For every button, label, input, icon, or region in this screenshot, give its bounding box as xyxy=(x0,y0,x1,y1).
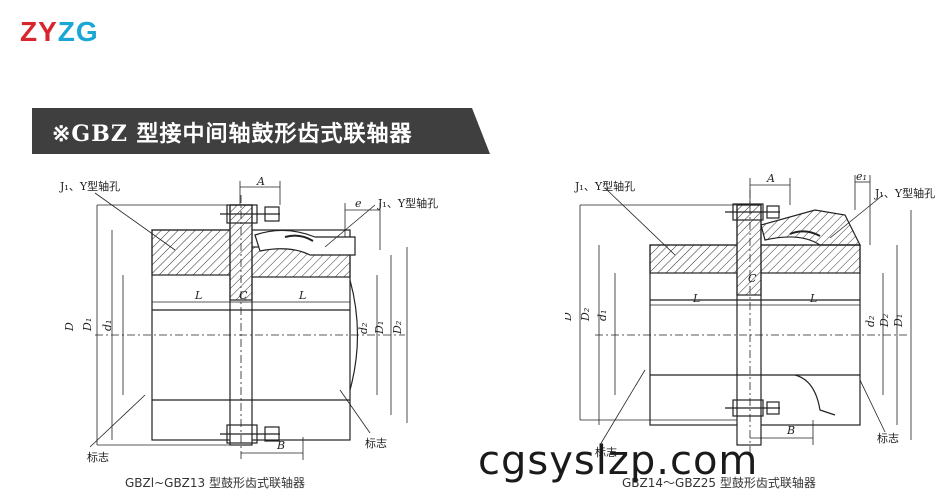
label-d2: d₂ xyxy=(864,316,877,327)
label-B: B xyxy=(276,439,285,452)
company-logo: ZYZG xyxy=(20,16,99,48)
label-D: D xyxy=(565,312,574,322)
label-hole-right: J₁、Y型轴孔 xyxy=(874,186,935,200)
coupling-drawing-right: J₁、Y型轴孔 J₁、Y型轴孔 A e₁ L C L D D₂ d₁ d₂ D₂… xyxy=(565,170,935,459)
label-L-left: L xyxy=(194,289,202,302)
label-D2: D₂ xyxy=(391,321,404,335)
label-L-left: L xyxy=(692,292,700,305)
label-B: B xyxy=(786,424,795,437)
label-D1-right: D₁ xyxy=(892,314,905,328)
caption-right: GBZ14～GBZ25 型鼓形齿式联轴器 xyxy=(622,476,816,490)
label-mark-left: 标志 xyxy=(87,450,109,464)
label-L-right: L xyxy=(298,289,306,302)
label-C: C xyxy=(748,272,757,285)
label-L-right: L xyxy=(809,292,817,305)
label-hole-left: J₁、Y型轴孔 xyxy=(59,179,120,193)
caption-left: GBZl~GBZ13 型鼓形齿式联轴器 xyxy=(125,476,305,490)
label-A: A xyxy=(256,175,265,188)
label-D2-right: D₂ xyxy=(878,314,891,328)
label-D1-right: D₁ xyxy=(373,321,386,335)
label-mark-left: 标志 xyxy=(595,445,617,459)
label-mark-right: 标志 xyxy=(877,431,899,445)
banner-background xyxy=(32,108,490,154)
label-d1: d₁ xyxy=(101,320,114,331)
banner-title: ※GBZ 型接中间轴鼓形齿式联轴器 xyxy=(52,121,413,147)
logo-part-2: ZG xyxy=(57,16,99,47)
label-C: C xyxy=(239,289,248,302)
label-e1: e₁ xyxy=(856,170,867,183)
label-d1: d₁ xyxy=(596,310,609,321)
label-hole-left: J₁、Y型轴孔 xyxy=(574,179,635,193)
label-D2: D₂ xyxy=(579,308,592,322)
label-mark-right: 标志 xyxy=(365,436,387,450)
label-d2: d₂ xyxy=(357,323,370,334)
label-D: D xyxy=(63,322,76,332)
label-e: e xyxy=(355,197,362,210)
coupling-drawing-left: J₁、Y型轴孔 J₁、Y型轴孔 A e L C L D D₁ d₁ d₂ D₁ … xyxy=(59,175,438,464)
label-A: A xyxy=(766,172,775,185)
label-hole-right: J₁、Y型轴孔 xyxy=(377,196,438,210)
section-banner: ※GBZ 型接中间轴鼓形齿式联轴器 xyxy=(32,108,490,154)
watermark-text: cgsyslzp.com xyxy=(478,438,759,484)
label-D1: D₁ xyxy=(81,318,94,332)
logo-part-1: ZY xyxy=(20,16,58,47)
